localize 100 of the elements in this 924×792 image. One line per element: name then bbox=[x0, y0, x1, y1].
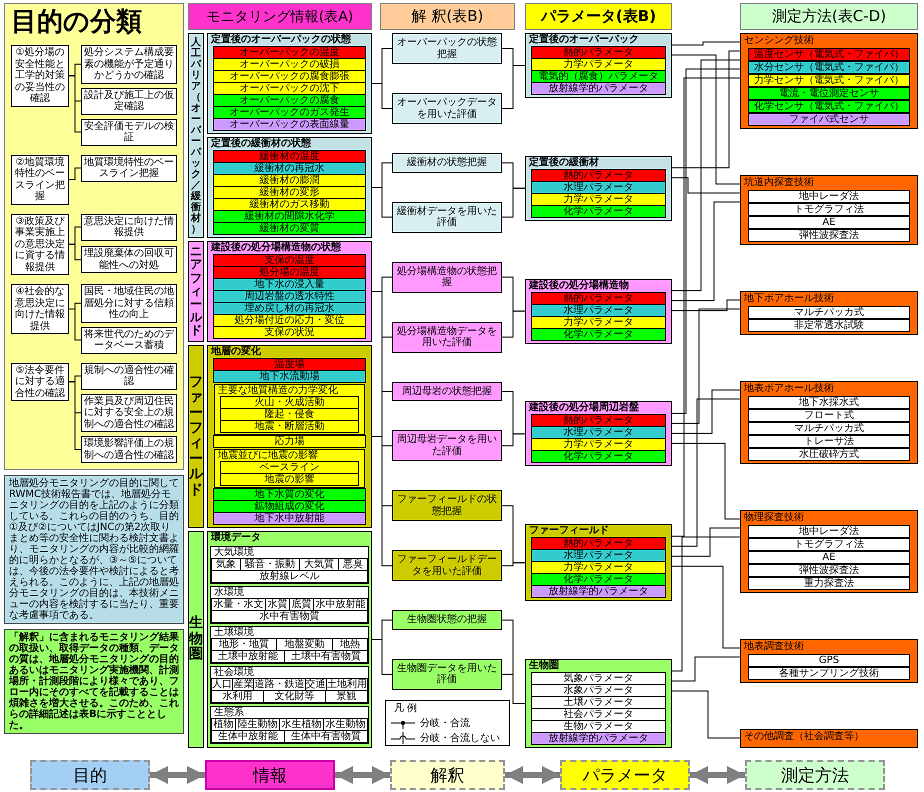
monitoring-item: 緩衝材のガス移動 bbox=[214, 199, 365, 210]
sub-objective-box: 地質環境特性のベースライン把握 bbox=[81, 154, 177, 182]
monitoring-item: 地形・地質 bbox=[212, 639, 276, 650]
group-heading: 定置後のオーバーパック bbox=[528, 34, 640, 46]
group-heading: 地表ボアホール技術 bbox=[743, 382, 835, 395]
objective-box: ⑤法令要件に対する適合性の確認 bbox=[11, 362, 69, 401]
monitoring-item: オーバーパックの表面線量 bbox=[214, 119, 365, 130]
parameter-item: 熱的パラメータ bbox=[532, 170, 665, 181]
monitoring-item: オーバーパックの温度 bbox=[214, 47, 365, 58]
parameter-item: 熱的パラメータ bbox=[532, 538, 665, 550]
monitoring-item: 水質 bbox=[266, 599, 289, 610]
group-box bbox=[740, 175, 918, 245]
subgroup-heading: 生態系 bbox=[213, 707, 245, 718]
legend-title: 凡 例 bbox=[393, 703, 418, 715]
method-item: GPS bbox=[749, 655, 909, 666]
monitoring-item: ベースライン bbox=[221, 462, 358, 473]
monitoring-item: 交通 bbox=[306, 679, 326, 690]
connector bbox=[672, 202, 740, 302]
group-box bbox=[740, 639, 918, 683]
legend-label: 分岐・合流 bbox=[420, 716, 470, 730]
connector bbox=[372, 436, 392, 566]
sub-objective-box: 規制への適合性の確認 bbox=[81, 362, 177, 390]
connector bbox=[502, 188, 526, 218]
sub-objective-box: 将来世代のためのデータベース蓄積 bbox=[81, 326, 177, 354]
subgroup-heading: 主要な地質構造の力学変化 bbox=[217, 385, 339, 396]
column-header: 解 釈(表B) bbox=[380, 3, 515, 30]
monitoring-item: 周辺岩盤の透水特性 bbox=[214, 291, 365, 302]
connector bbox=[672, 398, 740, 547]
group-box bbox=[207, 345, 372, 528]
parameter-item: 生物パラメータ bbox=[532, 720, 665, 732]
monitoring-item: 植物 bbox=[212, 719, 235, 730]
group-box bbox=[207, 241, 372, 342]
subgroup-box bbox=[214, 449, 365, 488]
objective-box: ②地質環境特性のベースライン把握 bbox=[11, 154, 69, 204]
stage-box: 情報 bbox=[205, 760, 335, 790]
objective-box: ③政策及び事業実施上の意思決定に資する情報提供 bbox=[11, 214, 69, 275]
monitoring-item: 鉱物組成の変化 bbox=[214, 501, 365, 512]
column-header: モニタリング情報(表A) bbox=[188, 3, 372, 30]
monitoring-item: 地熱 bbox=[332, 639, 367, 650]
method-item: 重力探査法 bbox=[749, 578, 909, 589]
connector bbox=[672, 536, 740, 672]
monitoring-item: 底質 bbox=[290, 599, 313, 610]
parameter-item: 熱的パラメータ bbox=[532, 47, 665, 58]
monitoring-item: オーバーパックの沈下 bbox=[214, 83, 365, 94]
method-item: 地中レーダ法 bbox=[749, 526, 909, 537]
sub-objective-box: 埋設廃棄体の回収可能性への対処 bbox=[81, 246, 177, 274]
subgroup-heading: 社会環境 bbox=[213, 667, 255, 678]
stage-box: 測定方法 bbox=[745, 760, 885, 790]
process-box: 緩衝材データを用いた評価 bbox=[392, 202, 502, 233]
group-heading: 坑道内探査技術 bbox=[743, 176, 815, 189]
method-item: 地下水採水式 bbox=[749, 397, 909, 408]
monitoring-item: 騒音・振動 bbox=[241, 559, 299, 570]
connector bbox=[672, 60, 740, 292]
connector bbox=[372, 187, 392, 218]
sub-objective-box: 国民・地域住民の地層処分に対する信頼性の向上 bbox=[81, 284, 177, 322]
monitoring-item: 地下水流動場 bbox=[214, 371, 365, 382]
connector bbox=[502, 310, 526, 338]
parameter-item: 土壌パラメータ bbox=[532, 696, 665, 708]
parameter-item: 放射線学的パラメータ bbox=[532, 732, 665, 744]
sub-objective-box: 設計及び施工上の仮定確認 bbox=[81, 88, 177, 114]
subgroup-heading: 大気環境 bbox=[213, 547, 255, 558]
method-item: マルチパッカ式 bbox=[749, 423, 909, 434]
method-item: AE bbox=[749, 217, 909, 228]
column-header: パラメータ(表B) bbox=[525, 3, 672, 30]
connector bbox=[502, 674, 526, 704]
monitoring-item: 地盤変動 bbox=[277, 639, 332, 650]
category-band: 生物圏 bbox=[188, 531, 204, 748]
parameter-item: 水理パラメータ bbox=[532, 427, 665, 438]
subgroup-heading: 地震並びに地震の影響 bbox=[217, 450, 319, 461]
sub-objective-box: 作業員及び周辺住民に対する安全上の規制への適合性の確認 bbox=[81, 394, 177, 432]
subgroup-heading: 土壌環境 bbox=[213, 627, 255, 638]
group-box: その他調査（社会調査等） bbox=[740, 729, 918, 748]
method-item: トレーサ法 bbox=[749, 436, 909, 447]
parameter-item: 水理パラメータ bbox=[532, 550, 665, 562]
monitoring-item: 陸生動物 bbox=[236, 719, 279, 730]
group-box bbox=[207, 531, 372, 748]
parameter-item: 水理パラメータ bbox=[532, 182, 665, 193]
process-box: オーバーパックデータを用いた評価 bbox=[392, 93, 502, 124]
stage-box: 目的 bbox=[30, 760, 150, 790]
connector bbox=[502, 562, 526, 566]
process-box: 周辺母岩の状態把握 bbox=[392, 382, 502, 402]
connector bbox=[672, 177, 740, 194]
monitoring-item: 水生植物 bbox=[280, 719, 323, 730]
group-heading: 環境データ bbox=[210, 532, 262, 544]
monitoring-item: 悪臭 bbox=[339, 559, 367, 570]
objective-panel bbox=[4, 3, 184, 470]
note-box: 「解釈」に含まれるモニタリング結果の取扱い、取得データの種類、データの質は、地層処分モニタリングの目的あるいはモニタリング実施機関、計測場所・計測段階により様々であり、フロー内にそのすべてを記載することは煩雑さを増大させる。このため、これらの詳細記述は表Bに示すこととした。 bbox=[4, 629, 184, 734]
subgroup-box bbox=[214, 384, 365, 435]
parameter-item: 放射線学的パラメータ bbox=[532, 83, 665, 94]
category-band: 人工バリア（オーバーパック／緩衝材） bbox=[188, 33, 204, 238]
connector bbox=[672, 528, 740, 557]
monitoring-item: 緩衝材の温度 bbox=[214, 151, 365, 162]
parameter-item: 力学パラメータ bbox=[532, 439, 665, 450]
group-box bbox=[525, 33, 672, 98]
monitoring-item: 緩衝材の間隙水化学 bbox=[214, 211, 365, 222]
group-box bbox=[740, 381, 918, 464]
monitoring-item: 産業 bbox=[233, 679, 254, 690]
group-heading: 地表調査技術 bbox=[743, 640, 805, 653]
monitoring-item: 支保の温度 bbox=[214, 255, 365, 266]
process-box: 処分場構造物の状態把握 bbox=[392, 262, 502, 293]
